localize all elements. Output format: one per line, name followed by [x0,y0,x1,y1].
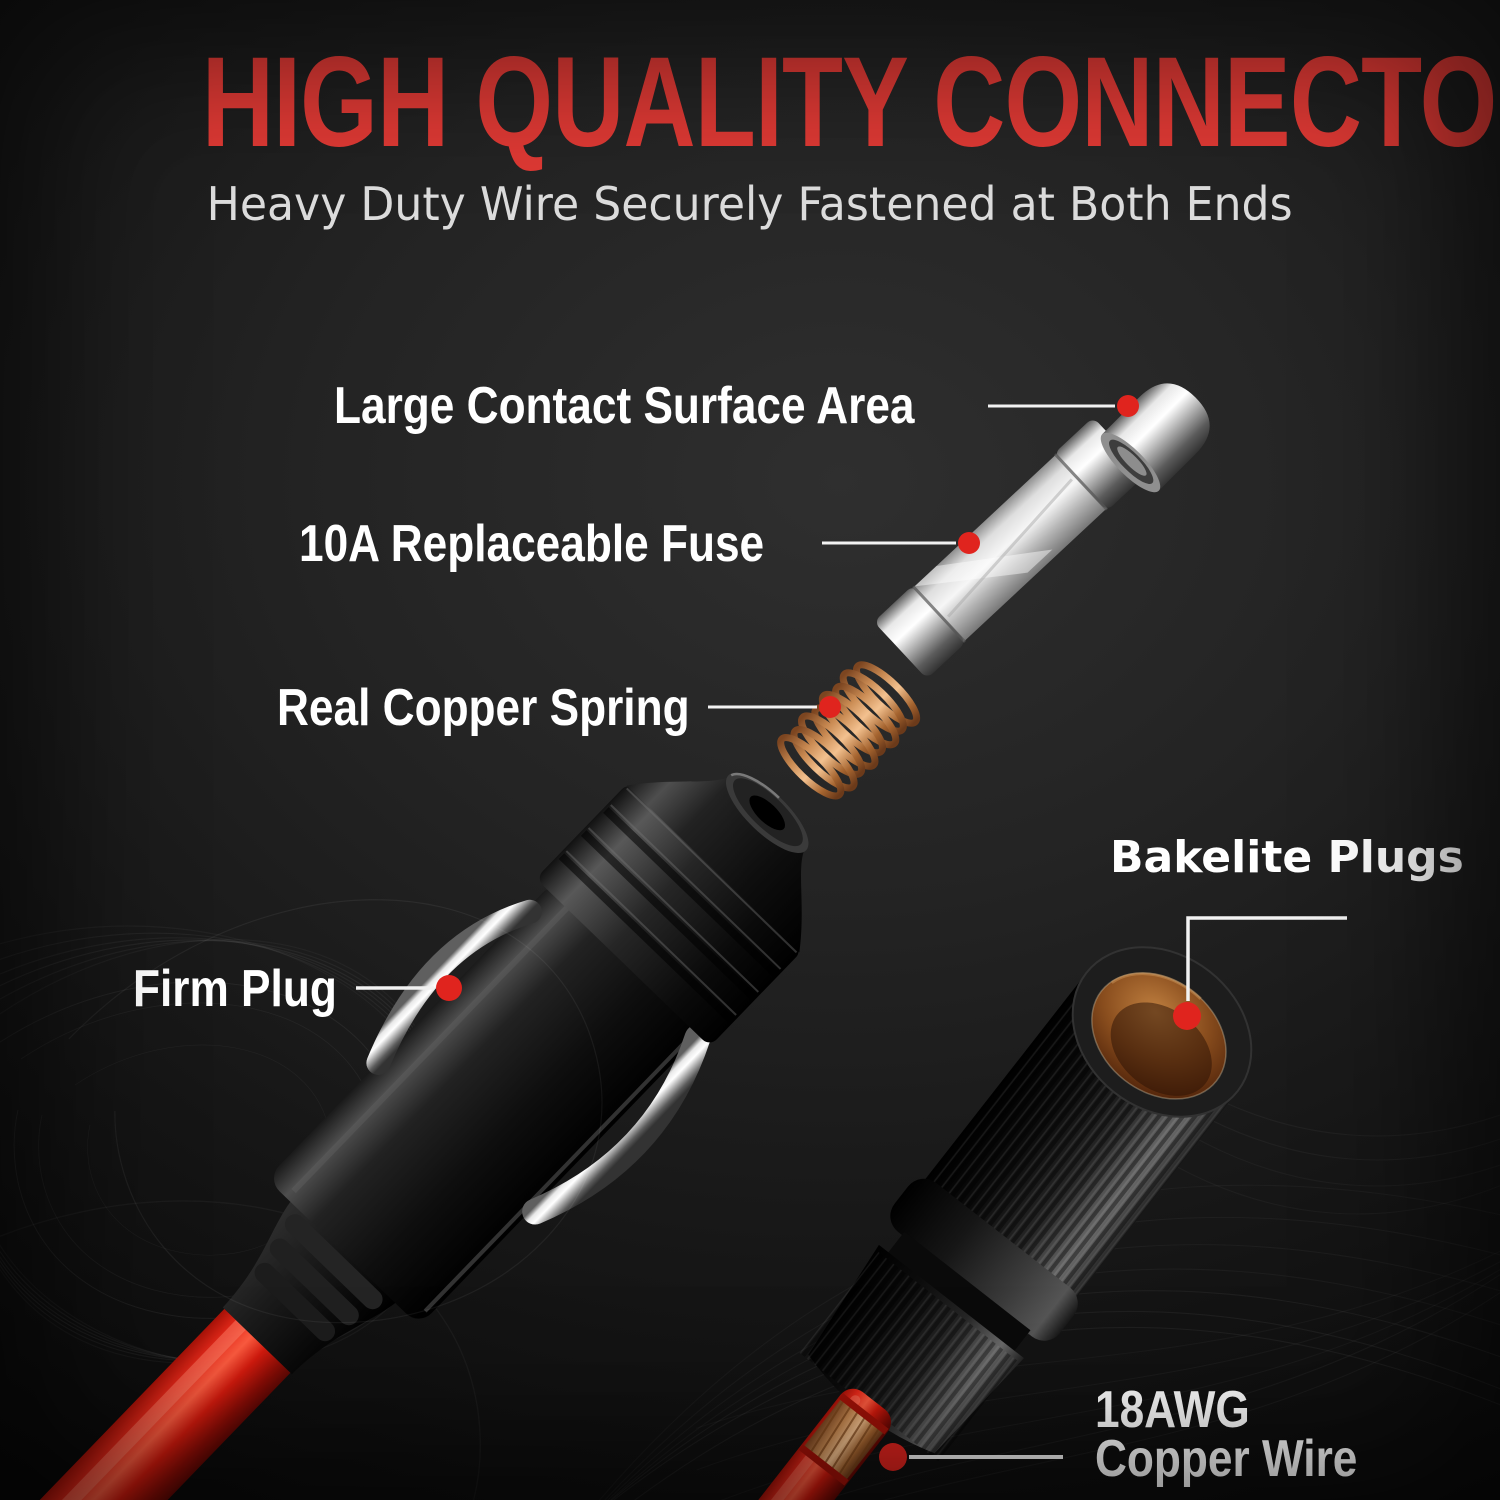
cable-sheath-edge [798,1444,849,1486]
callout-label-copper-wire: 18AWG Copper Wire [1095,1381,1358,1488]
page-subtitle: Heavy Duty Wire Securely Fastened at Bot… [0,181,1500,227]
cable-sheath-edge [838,1393,889,1435]
fuse-glass-reflection [914,549,1053,587]
fuse-cap-bottom [877,588,964,676]
callout-dot-replaceable-fuse [958,532,980,554]
copper-strand-lines [809,1399,881,1481]
socket-opening-highlight [1110,972,1202,1000]
collar-grooves [558,807,779,1023]
copper-spring [777,661,921,800]
plug-body-sheen [291,904,571,1194]
exploded-components [777,383,1210,800]
plug-dome-rim-highlight [730,772,780,799]
callout-label-copper-spring: Real Copper Spring [277,679,690,737]
fuse-cap-edge [1053,453,1108,511]
socket-inner-ring [1091,972,1227,1100]
socket-ring [890,1178,1078,1341]
callout-dot-large-contact-surface [1117,395,1139,417]
female-socket [690,946,1253,1500]
strain-relief-ridge [269,1238,359,1326]
plug-cable-highlight [0,1291,274,1500]
socket-end-cap-ribs [799,1252,1018,1462]
callout-dots [436,395,1201,1471]
callout-label-large-contact-surface: Large Contact Surface Area [334,377,915,435]
callout-label-copper-wire-line1: 18AWG [1095,1381,1250,1439]
collar-highlights [565,787,798,1016]
fuse [877,420,1143,676]
fuse-cap-top [1056,420,1143,508]
callout-dot-copper-wire [879,1443,907,1471]
plug-body [273,887,700,1319]
socket-neck [885,1231,1031,1354]
callout-label-bakelite-plugs: Bakelite Plugs [1110,832,1464,883]
page-title-text: HIGH QUALITY CONNECTORS [201,31,1500,174]
callout-label-replaceable-fuse: 10A Replaceable Fuse [299,515,765,573]
fuse-element-wire [947,478,1073,618]
cigarette-lighter-plug [0,772,809,1500]
callout-dot-copper-spring [819,696,841,718]
callout-label-copper-wire-line2: Copper Wire [1095,1430,1358,1488]
callout-dot-bakelite-plugs [1173,1002,1201,1030]
callout-lines [356,404,1347,1459]
metal-tip-open-end-glint [1117,446,1147,476]
strain-relief-ridge [284,1214,383,1310]
page-title: HIGH QUALITY CONNECTORS [0,39,1500,167]
fuse-cap-edge [912,585,967,643]
callout-label-firm-plug: Firm Plug [133,960,337,1018]
plug-cable [0,1282,316,1500]
plug-side-spring-left [366,899,542,1075]
callout-dot-firm-plug [436,975,462,1001]
plug-body-rimlight [423,1032,695,1313]
plug-contact-hole [749,795,786,831]
plug-side-spring-right [522,1024,711,1225]
page-subtitle-text: Heavy Duty Wire Securely Fastened at Bot… [207,177,1293,231]
callout-line-bakelite-plugs [1186,916,1347,1001]
